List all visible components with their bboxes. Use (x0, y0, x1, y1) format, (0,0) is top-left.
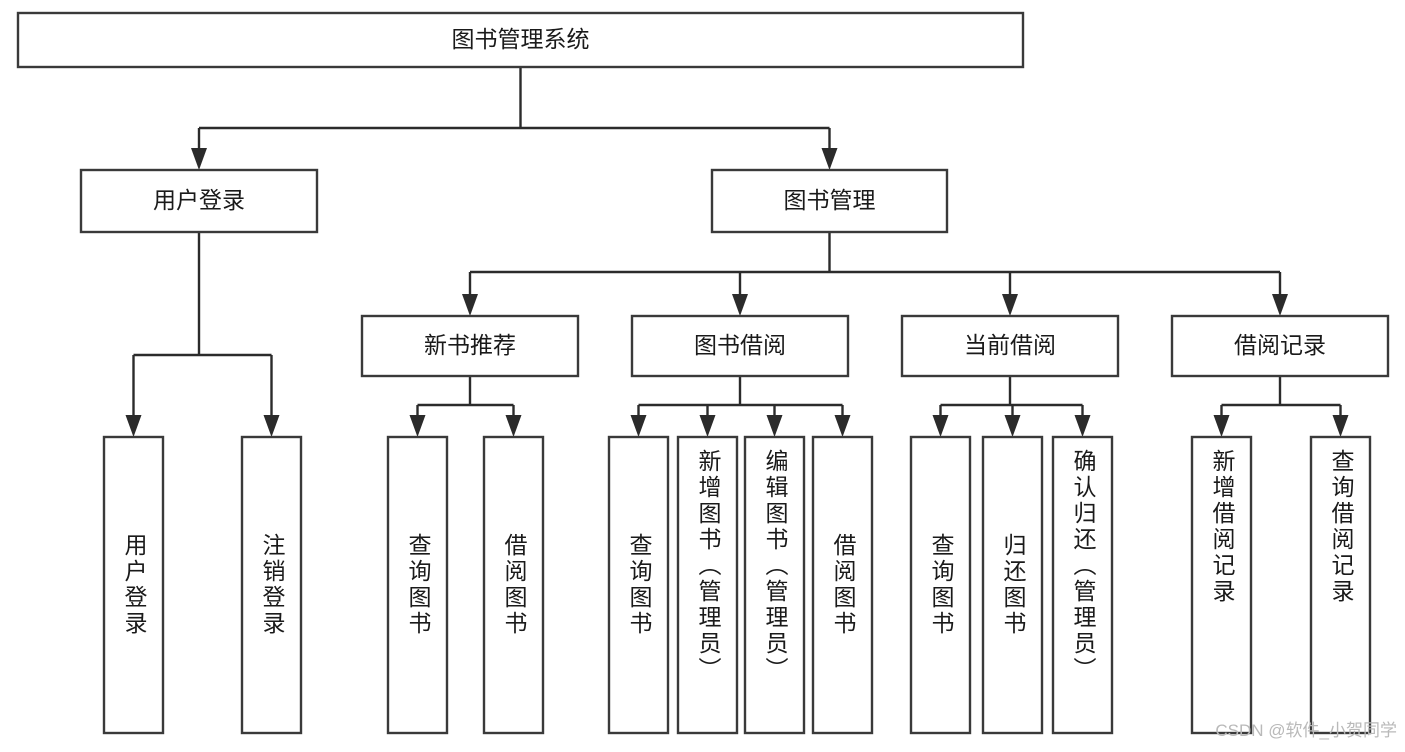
node-box-root[interactable] (16, 11, 1025, 69)
node-label-borrow-record: 借阅记录 (1234, 332, 1326, 358)
arrow-head-icon (1332, 415, 1349, 437)
arrow-head-icon (191, 148, 207, 170)
arrow-head-icon (932, 415, 949, 437)
node-label-root: 图书管理系统 (452, 26, 590, 52)
node-box-leaf-logout[interactable] (240, 435, 303, 735)
node-box-book-borrow[interactable] (630, 314, 850, 378)
node-label-book-borrow: 图书借阅 (694, 332, 786, 358)
arrow-head-icon (462, 294, 478, 316)
arrow-head-icon (1272, 294, 1288, 316)
arrow-head-icon (1002, 294, 1018, 316)
node-box-leaf-query-book-2[interactable] (607, 435, 670, 735)
arrow-head-icon (505, 415, 522, 437)
node-box-leaf-borrow-book-2[interactable] (811, 435, 874, 735)
arrow-head-icon (834, 415, 851, 437)
node-box-leaf-query-book-1[interactable] (386, 435, 449, 735)
node-box-leaf-user-login[interactable] (102, 435, 165, 735)
node-box-leaf-query-record[interactable] (1309, 435, 1372, 735)
arrow-head-icon (1074, 415, 1091, 437)
watermark-text: CSDN @软件_小贺同学 (1215, 721, 1397, 740)
arrow-head-icon (630, 415, 647, 437)
node-box-new-book-recommend[interactable] (360, 314, 580, 378)
node-label-new-book-recommend: 新书推荐 (424, 332, 516, 358)
node-box-current-borrow[interactable] (900, 314, 1120, 378)
node-label-user-login: 用户登录 (153, 187, 245, 213)
node-box-borrow-record[interactable] (1170, 314, 1390, 378)
arrow-head-icon (409, 415, 426, 437)
node-box-leaf-borrow-book-1[interactable] (482, 435, 545, 735)
connectors-layer (125, 67, 1349, 437)
arrow-head-icon (821, 148, 838, 170)
node-box-leaf-confirm-return[interactable] (1051, 435, 1114, 735)
node-box-leaf-edit-book[interactable] (743, 435, 806, 735)
arrow-head-icon (1213, 415, 1230, 437)
arrow-head-icon (263, 415, 280, 437)
node-label-book-management: 图书管理 (784, 187, 876, 213)
node-box-leaf-return-book[interactable] (981, 435, 1044, 735)
node-box-leaf-query-book-3[interactable] (909, 435, 972, 735)
arrow-head-icon (766, 415, 783, 437)
node-box-book-management[interactable] (710, 168, 949, 234)
node-label-current-borrow: 当前借阅 (964, 332, 1056, 358)
arrow-head-icon (732, 294, 748, 316)
node-box-leaf-add-record[interactable] (1190, 435, 1253, 735)
arrow-head-icon (1004, 415, 1021, 437)
node-box-leaf-add-book[interactable] (676, 435, 739, 735)
arrow-head-icon (125, 415, 142, 437)
node-box-user-login[interactable] (79, 168, 319, 234)
boxes-layer (16, 11, 1390, 735)
arrow-head-icon (699, 415, 716, 437)
